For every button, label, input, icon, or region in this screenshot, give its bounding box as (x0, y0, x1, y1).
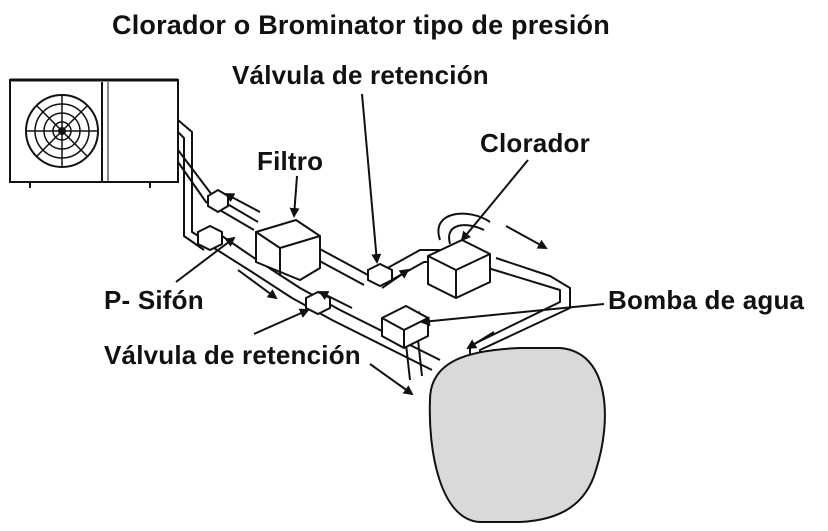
pool-tank-icon (428, 347, 606, 523)
label-filter: Filtro (257, 146, 324, 176)
heat-pump-unit (9, 78, 179, 188)
water-pump-unit (381, 304, 429, 350)
label-p-trap: P- Sifón (104, 285, 204, 315)
fan-grille-icon (25, 94, 99, 168)
label-check-valve-top: Válvula de retención (232, 60, 489, 90)
label-water-pump: Bomba de agua (608, 285, 805, 315)
filter-unit (255, 218, 321, 282)
return-fitting (207, 188, 229, 214)
p-trap-fitting (197, 224, 223, 252)
leader-lines (175, 93, 605, 335)
chlorinator-unit (427, 238, 491, 300)
flow-arrows (224, 193, 548, 396)
label-check-valve-bottom: Válvula de retención (104, 340, 361, 370)
label-chlorinator: Clorador (480, 128, 590, 158)
diagram-title: Clorador o Brominator tipo de presión (112, 10, 610, 40)
